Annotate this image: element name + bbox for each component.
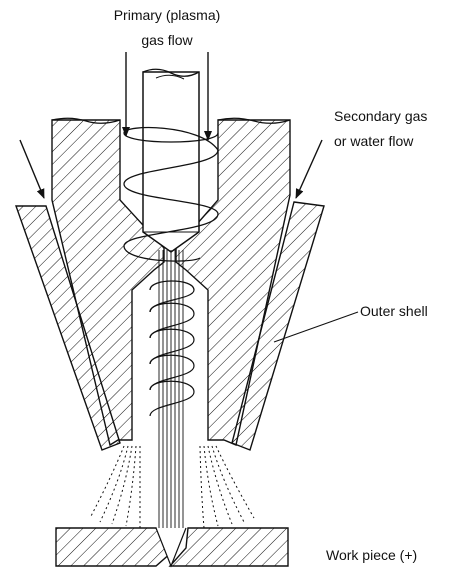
primary-gas-label-line1: Primary (plasma) (114, 7, 221, 23)
outer-shell-leader (273, 311, 359, 343)
secondary-gas-label-line2: or water flow (334, 133, 414, 149)
nozzle-left-half (51, 119, 165, 447)
outer-shell-label: Outer shell (360, 303, 428, 319)
secondary-gas-arrow-left (19, 139, 45, 199)
electrode (142, 71, 200, 253)
nozzle-top-edge-left (51, 117, 121, 124)
secondary-gas-spray-left (89, 445, 141, 528)
outer-shell-left-wall (15, 205, 121, 451)
electrode-top-break (142, 68, 200, 77)
nozzle-bore-coils (149, 280, 195, 417)
electrode-top-break-inner (155, 74, 185, 80)
nozzle-top-edge-right (217, 117, 291, 124)
secondary-gas-arrow-right (295, 139, 323, 199)
secondary-gas-spray-right (199, 445, 255, 529)
work-piece-left (55, 527, 173, 567)
primary-gas-label-line2: gas flow (141, 32, 193, 48)
plasma-arc (158, 250, 184, 528)
kerf-cut (155, 527, 187, 568)
secondary-gas-label-line1: Secondary gas (334, 108, 427, 124)
work-piece-label: Work piece (+) (326, 547, 417, 563)
work-piece-right (168, 527, 289, 567)
